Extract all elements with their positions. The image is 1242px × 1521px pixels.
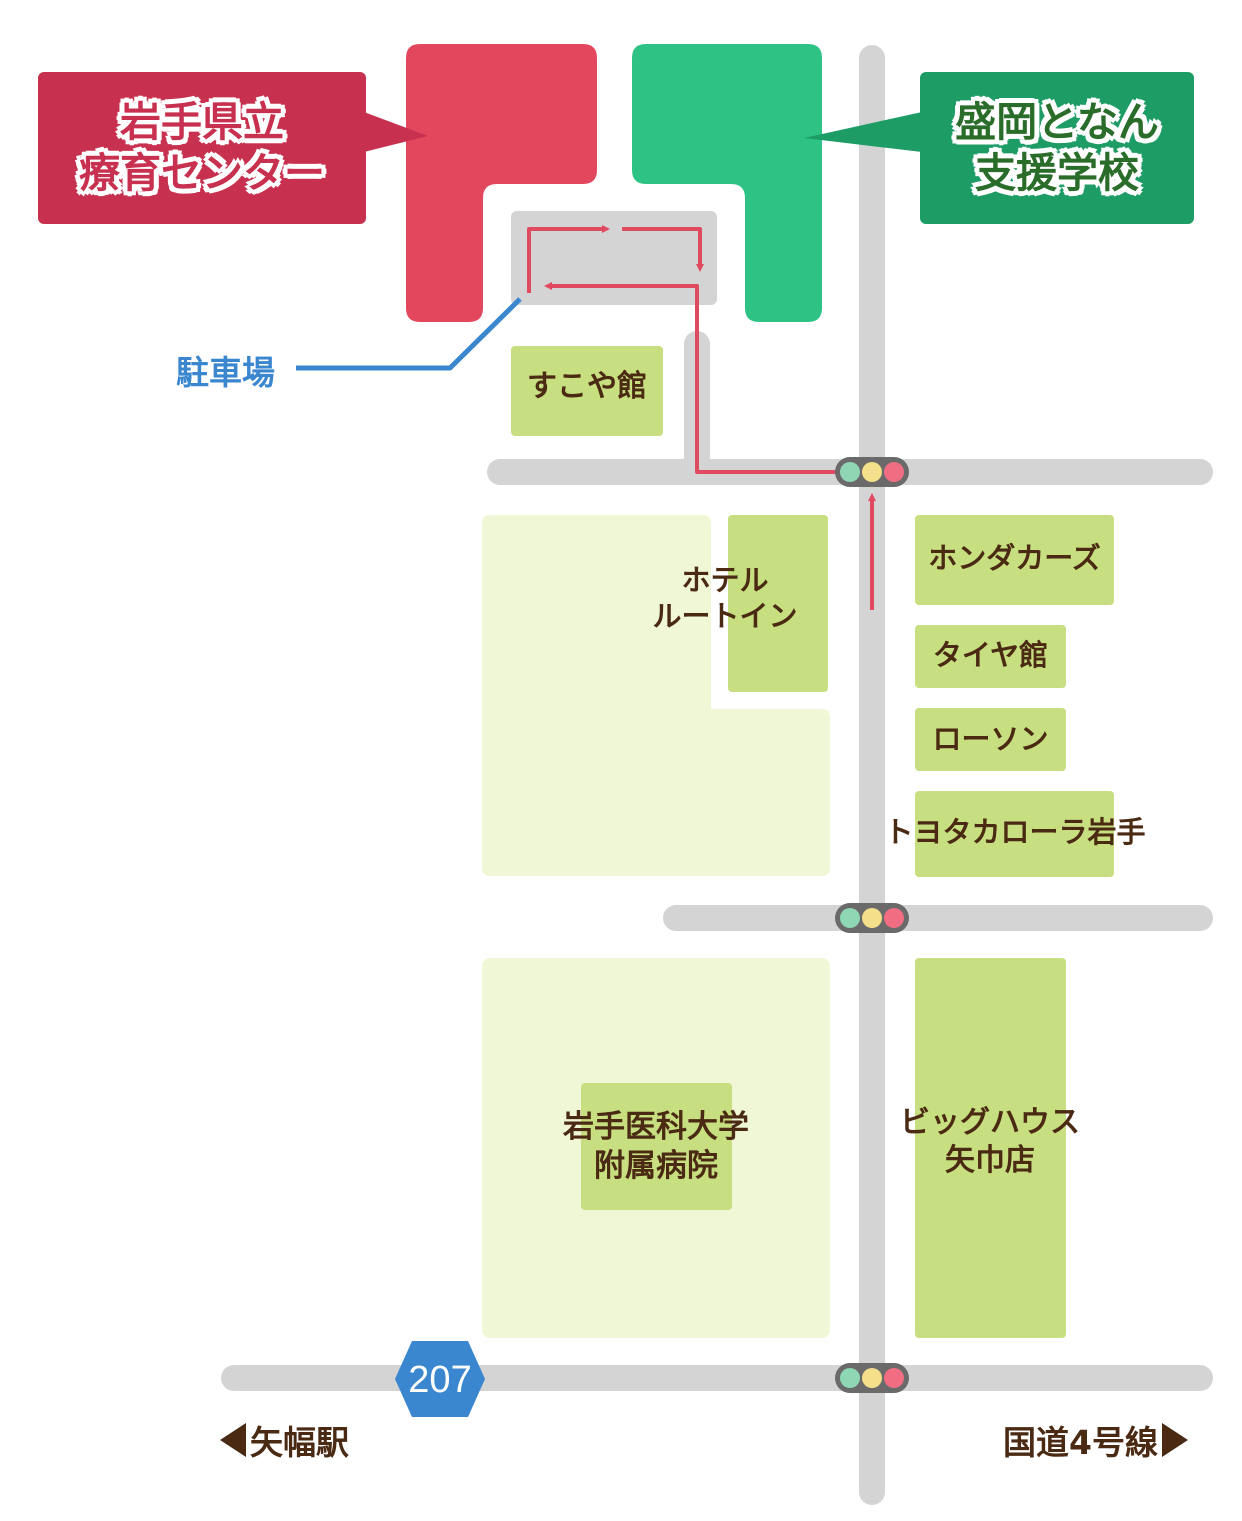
hospital-label-line2: 附属病院 xyxy=(594,1147,718,1184)
hospital-label: 岩手医科大学 附属病院 xyxy=(520,1108,792,1186)
hotel-routeinn-block xyxy=(728,515,828,692)
signal-red-icon xyxy=(884,1368,904,1388)
route-207-badge: 207 xyxy=(408,1358,472,1401)
toyota-label: トヨタカローラ岩手 xyxy=(884,815,1146,849)
signal-green-icon xyxy=(840,1368,860,1388)
direction-left-label: 矢幅駅 xyxy=(250,1423,349,1462)
parking-label: 駐車場 xyxy=(176,353,275,392)
bighouse-label: ビッグハウス 矢巾店 xyxy=(880,1104,1100,1179)
sukoyakan-label: すこや館 xyxy=(527,369,647,404)
green-callout-pointer xyxy=(804,112,922,152)
direction-left: 矢幅駅 xyxy=(220,1416,349,1464)
bighouse-label-line2: 矢巾店 xyxy=(945,1142,1035,1178)
taiyakan-label: タイヤ館 xyxy=(932,638,1049,672)
hospital-label-line1: 岩手医科大学 xyxy=(563,1109,749,1145)
route-arrows xyxy=(527,225,876,610)
parking-loop-left xyxy=(527,225,610,293)
signal-green-icon xyxy=(840,908,860,928)
tonan-school-building xyxy=(632,44,822,322)
sukoyakan-block xyxy=(511,346,663,436)
tonan-school-callout: 盛岡となん 支援学校 xyxy=(920,72,1194,224)
signal-yellow-icon xyxy=(862,908,882,928)
parking-loop-right xyxy=(622,227,704,272)
signal-yellow-icon xyxy=(862,462,882,482)
ryoiku-center-name-line2: 療育センター xyxy=(79,149,325,197)
ryoiku-center-name-line1: 岩手県立 xyxy=(120,97,284,146)
tonan-school-name-line1: 盛岡となん xyxy=(955,97,1159,146)
signal-red-icon xyxy=(884,462,904,482)
tonan-school-name-line2: 支援学校 xyxy=(975,149,1139,197)
turn-into-parking-path xyxy=(544,282,872,474)
signal-yellow-icon xyxy=(862,1368,882,1388)
hotel-label-line1: ホテル xyxy=(681,563,769,597)
bighouse-block xyxy=(915,958,1066,1338)
ryoiku-center-building xyxy=(406,44,597,322)
left-triangle-icon xyxy=(220,1423,246,1457)
bighouse-label-line1: ビッグハウス xyxy=(900,1105,1080,1140)
traffic-signal-middle xyxy=(835,903,909,933)
traffic-signal-upper xyxy=(835,457,909,487)
hotel-label-line2: ルートイン xyxy=(652,599,798,634)
hotel-routeinn-label: ホテル ルートイン xyxy=(630,562,820,635)
taiyakan-block xyxy=(915,625,1066,688)
toyota-block xyxy=(915,791,1114,877)
lawson-block xyxy=(915,708,1066,771)
hospital-block xyxy=(581,1083,732,1210)
honda-cars-block xyxy=(915,515,1114,605)
parking-lot xyxy=(511,211,717,305)
right-triangle-icon xyxy=(1161,1423,1188,1457)
parking-leader-line xyxy=(296,297,522,371)
honda-cars-label: ホンダカーズ xyxy=(928,541,1101,575)
route-207-badge-shape xyxy=(395,1341,485,1417)
ryoiku-center-callout: 岩手県立 療育センター xyxy=(38,72,366,224)
traffic-signal-lower xyxy=(835,1363,909,1393)
direction-right: 国道4号線 xyxy=(1003,1416,1188,1464)
direction-right-label: 国道4号線 xyxy=(1003,1423,1158,1462)
signal-red-icon xyxy=(884,908,904,928)
hotel-lot xyxy=(482,515,830,876)
signal-green-icon xyxy=(840,462,860,482)
lawson-label: ローソン xyxy=(932,722,1049,756)
red-callout-pointer xyxy=(364,112,428,152)
